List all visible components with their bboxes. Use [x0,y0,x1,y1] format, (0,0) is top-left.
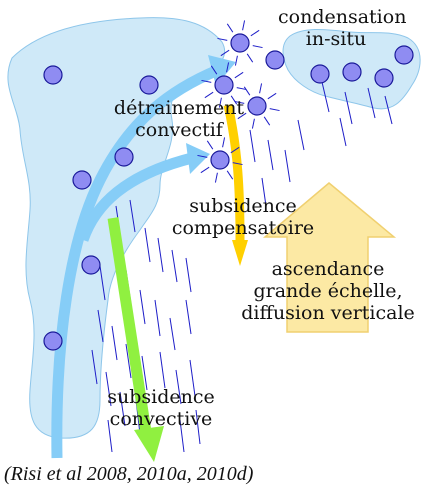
condensation-ray [251,30,259,36]
condensation-ray [243,20,245,30]
label-condensation: condensation in-situ [278,6,394,50]
droplet [140,76,158,94]
condensation-ray [215,173,217,183]
rain-streak [158,238,163,272]
droplet [82,256,100,274]
condensation-ray [227,24,233,32]
rain-streak [340,118,346,146]
condensation-ray [235,72,243,78]
condensation-ray [244,87,250,95]
label-subsidence-convective: subsidence convective [96,386,226,430]
label-detrainement-line2: convectif [104,119,254,141]
droplet [44,66,62,84]
droplet [73,171,91,189]
label-ascendance-line3: diffusion verticale [234,302,422,324]
label-ascendance: ascendance grande échelle, diffusion ver… [234,258,422,324]
droplet [266,51,284,69]
droplet [215,76,233,94]
rain-streak [186,258,191,292]
condensation-ray [260,83,262,93]
droplet [395,46,413,64]
label-subsidence-convective-line2: convective [96,408,226,430]
label-subsidence-compensatoire-line1: subsidence [168,195,318,217]
condensation-ray [247,54,253,62]
rain-streak [186,300,191,334]
label-subsidence-convective-line1: subsidence [96,386,226,408]
condensation-ray [207,141,213,149]
rain-streak [155,300,160,336]
condensation-ray [235,56,237,66]
droplet [44,332,62,350]
condensation-ray [270,109,280,111]
condensation-ray [227,171,233,179]
subsidence-convective-arrow-head [134,426,164,462]
rain-streak [172,250,177,282]
label-ascendance-line1: ascendance [234,258,422,280]
droplet [115,148,133,166]
droplet [343,63,361,81]
droplet [375,69,393,87]
rain-streak [112,326,117,360]
label-condensation-line2: in-situ [278,28,394,50]
citation: (Risi et al 2008, 2010a, 2010d) [4,463,253,486]
rain-streak [145,228,150,262]
label-ascendance-line2: grande échelle, [234,280,422,302]
droplet [311,65,329,83]
condensation-ray [201,167,209,173]
condensation-ray [253,46,263,48]
label-condensation-line1: condensation [278,6,394,28]
condensation-ray [264,117,270,125]
rain-streak [298,120,304,150]
label-subsidence-compensatoire: subsidence compensatoire [168,195,318,239]
rain-streak [268,140,273,170]
droplet [211,151,229,169]
label-detrainement-line1: détrainement [104,97,254,119]
rain-streak [170,318,175,350]
droplet [231,34,249,52]
rain-streak [140,290,145,324]
rain-streak [285,150,290,182]
label-detrainement: détrainement convectif [104,97,254,141]
rain-streak [160,352,165,388]
label-subsidence-compensatoire-line2: compensatoire [168,217,318,239]
condensation-ray [268,93,276,99]
